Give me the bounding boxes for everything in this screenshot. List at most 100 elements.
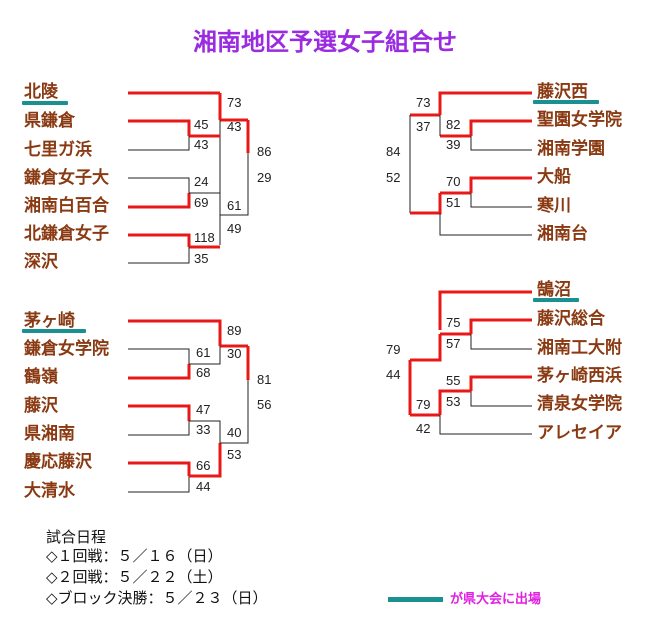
score: 30 (227, 346, 242, 361)
schedule-heading: 試合日程 (46, 528, 107, 546)
bracket-line (439, 213, 532, 236)
team-name: 大清水 (24, 481, 75, 501)
score: 57 (446, 336, 461, 351)
team-name: 湘南学園 (537, 139, 605, 159)
bracket-line (189, 346, 221, 365)
team-name: 県湘南 (24, 424, 75, 444)
team-name: 聖園女学院 (537, 110, 622, 130)
score: 66 (196, 458, 211, 473)
score: 35 (194, 251, 209, 266)
bracket-line (470, 391, 532, 407)
score: 49 (227, 221, 242, 236)
team-name: 湘南白百合 (24, 196, 109, 216)
score: 73 (227, 95, 242, 110)
score: 89 (227, 323, 242, 338)
team-name: 県鎌倉 (24, 111, 75, 131)
score: 61 (227, 198, 242, 213)
team-name: 七里ガ浜 (24, 140, 92, 160)
bracket-line (189, 443, 222, 478)
team-name: 大船 (537, 167, 571, 187)
bracket-line (438, 290, 532, 330)
bracket-line (470, 136, 532, 151)
schedule-line: ◇２回戦：５／２２（土） (46, 568, 223, 586)
page-title: 湘南地区予選女子組合せ (193, 27, 457, 56)
score: 24 (194, 174, 209, 189)
score: 37 (416, 119, 431, 134)
team-name: 深沢 (24, 252, 58, 272)
team-name: 湘南台 (537, 224, 588, 244)
bracket-line (439, 415, 532, 435)
bracket-line (220, 380, 249, 444)
bracket-line (438, 91, 532, 115)
score: 118 (194, 230, 215, 245)
score: 39 (446, 137, 461, 152)
score: 86 (257, 144, 272, 159)
score: 53 (446, 394, 461, 409)
bracket-line (128, 421, 190, 436)
bracket-line (128, 319, 222, 346)
team-name: 鶴嶺 (24, 367, 58, 387)
score: 82 (446, 117, 461, 132)
score: 53 (227, 447, 242, 462)
qualifier-underline (533, 100, 599, 104)
team-name: 藤沢西 (537, 82, 588, 102)
team-name: 清泉女学院 (537, 394, 622, 414)
team-name: 寒川 (537, 196, 571, 216)
score: 43 (227, 119, 242, 134)
score: 42 (416, 421, 431, 436)
team-name: 藤沢総合 (537, 309, 605, 329)
score: 84 (386, 144, 401, 159)
score: 73 (416, 95, 431, 110)
team-name: 鎌倉女子大 (24, 168, 109, 188)
qualifier-underline (22, 329, 86, 333)
score: 75 (446, 315, 461, 330)
bracket-line (189, 420, 221, 443)
bracket-line (128, 404, 191, 421)
score: 29 (257, 170, 272, 185)
bracket-line (128, 136, 190, 151)
bracket-line (128, 177, 190, 193)
score: 47 (196, 402, 211, 417)
bracket-line (410, 334, 442, 362)
team-name: 茅ヶ崎 (24, 311, 75, 331)
team-name: 北鎌倉女子 (24, 224, 109, 244)
team-name: 湘南工大附 (537, 338, 622, 358)
score: 68 (196, 365, 211, 380)
legend-label: が県大会に出場 (450, 592, 542, 607)
score: 51 (446, 195, 461, 210)
score: 33 (196, 422, 211, 437)
bracket-line (128, 193, 191, 209)
bracket-line (220, 153, 249, 216)
score: 40 (227, 425, 242, 440)
score: 69 (194, 195, 209, 210)
bracket-line (469, 176, 532, 193)
score: 44 (196, 479, 211, 494)
qualifier-underline (22, 101, 68, 105)
score: 44 (386, 367, 401, 382)
team-name: アレセイア (537, 423, 622, 443)
team-name: 慶応藤沢 (24, 452, 92, 472)
bracket-line (470, 334, 532, 350)
team-name: 鎌倉女学院 (24, 339, 109, 359)
bracket-line (469, 375, 532, 391)
score: 45 (194, 117, 209, 132)
score: 79 (386, 342, 401, 357)
schedule-line: ◇１回戦：５／１６（日） (46, 547, 223, 565)
team-name: 藤沢 (24, 396, 58, 416)
score: 43 (194, 137, 209, 152)
bracket-line (469, 119, 532, 136)
qualifier-underline (533, 298, 579, 302)
score: 55 (446, 373, 461, 388)
legend-swatch (388, 597, 443, 602)
score: 70 (446, 174, 461, 189)
score: 81 (257, 372, 272, 387)
team-name: 鵠沼 (537, 280, 571, 300)
schedule-line: ◇ブロック決勝：５／２３（日） (46, 589, 268, 607)
bracket-line (128, 119, 191, 136)
score: 52 (386, 170, 401, 185)
bracket-line (128, 461, 191, 476)
bracket-line (128, 348, 190, 364)
bracket-line (128, 364, 191, 380)
